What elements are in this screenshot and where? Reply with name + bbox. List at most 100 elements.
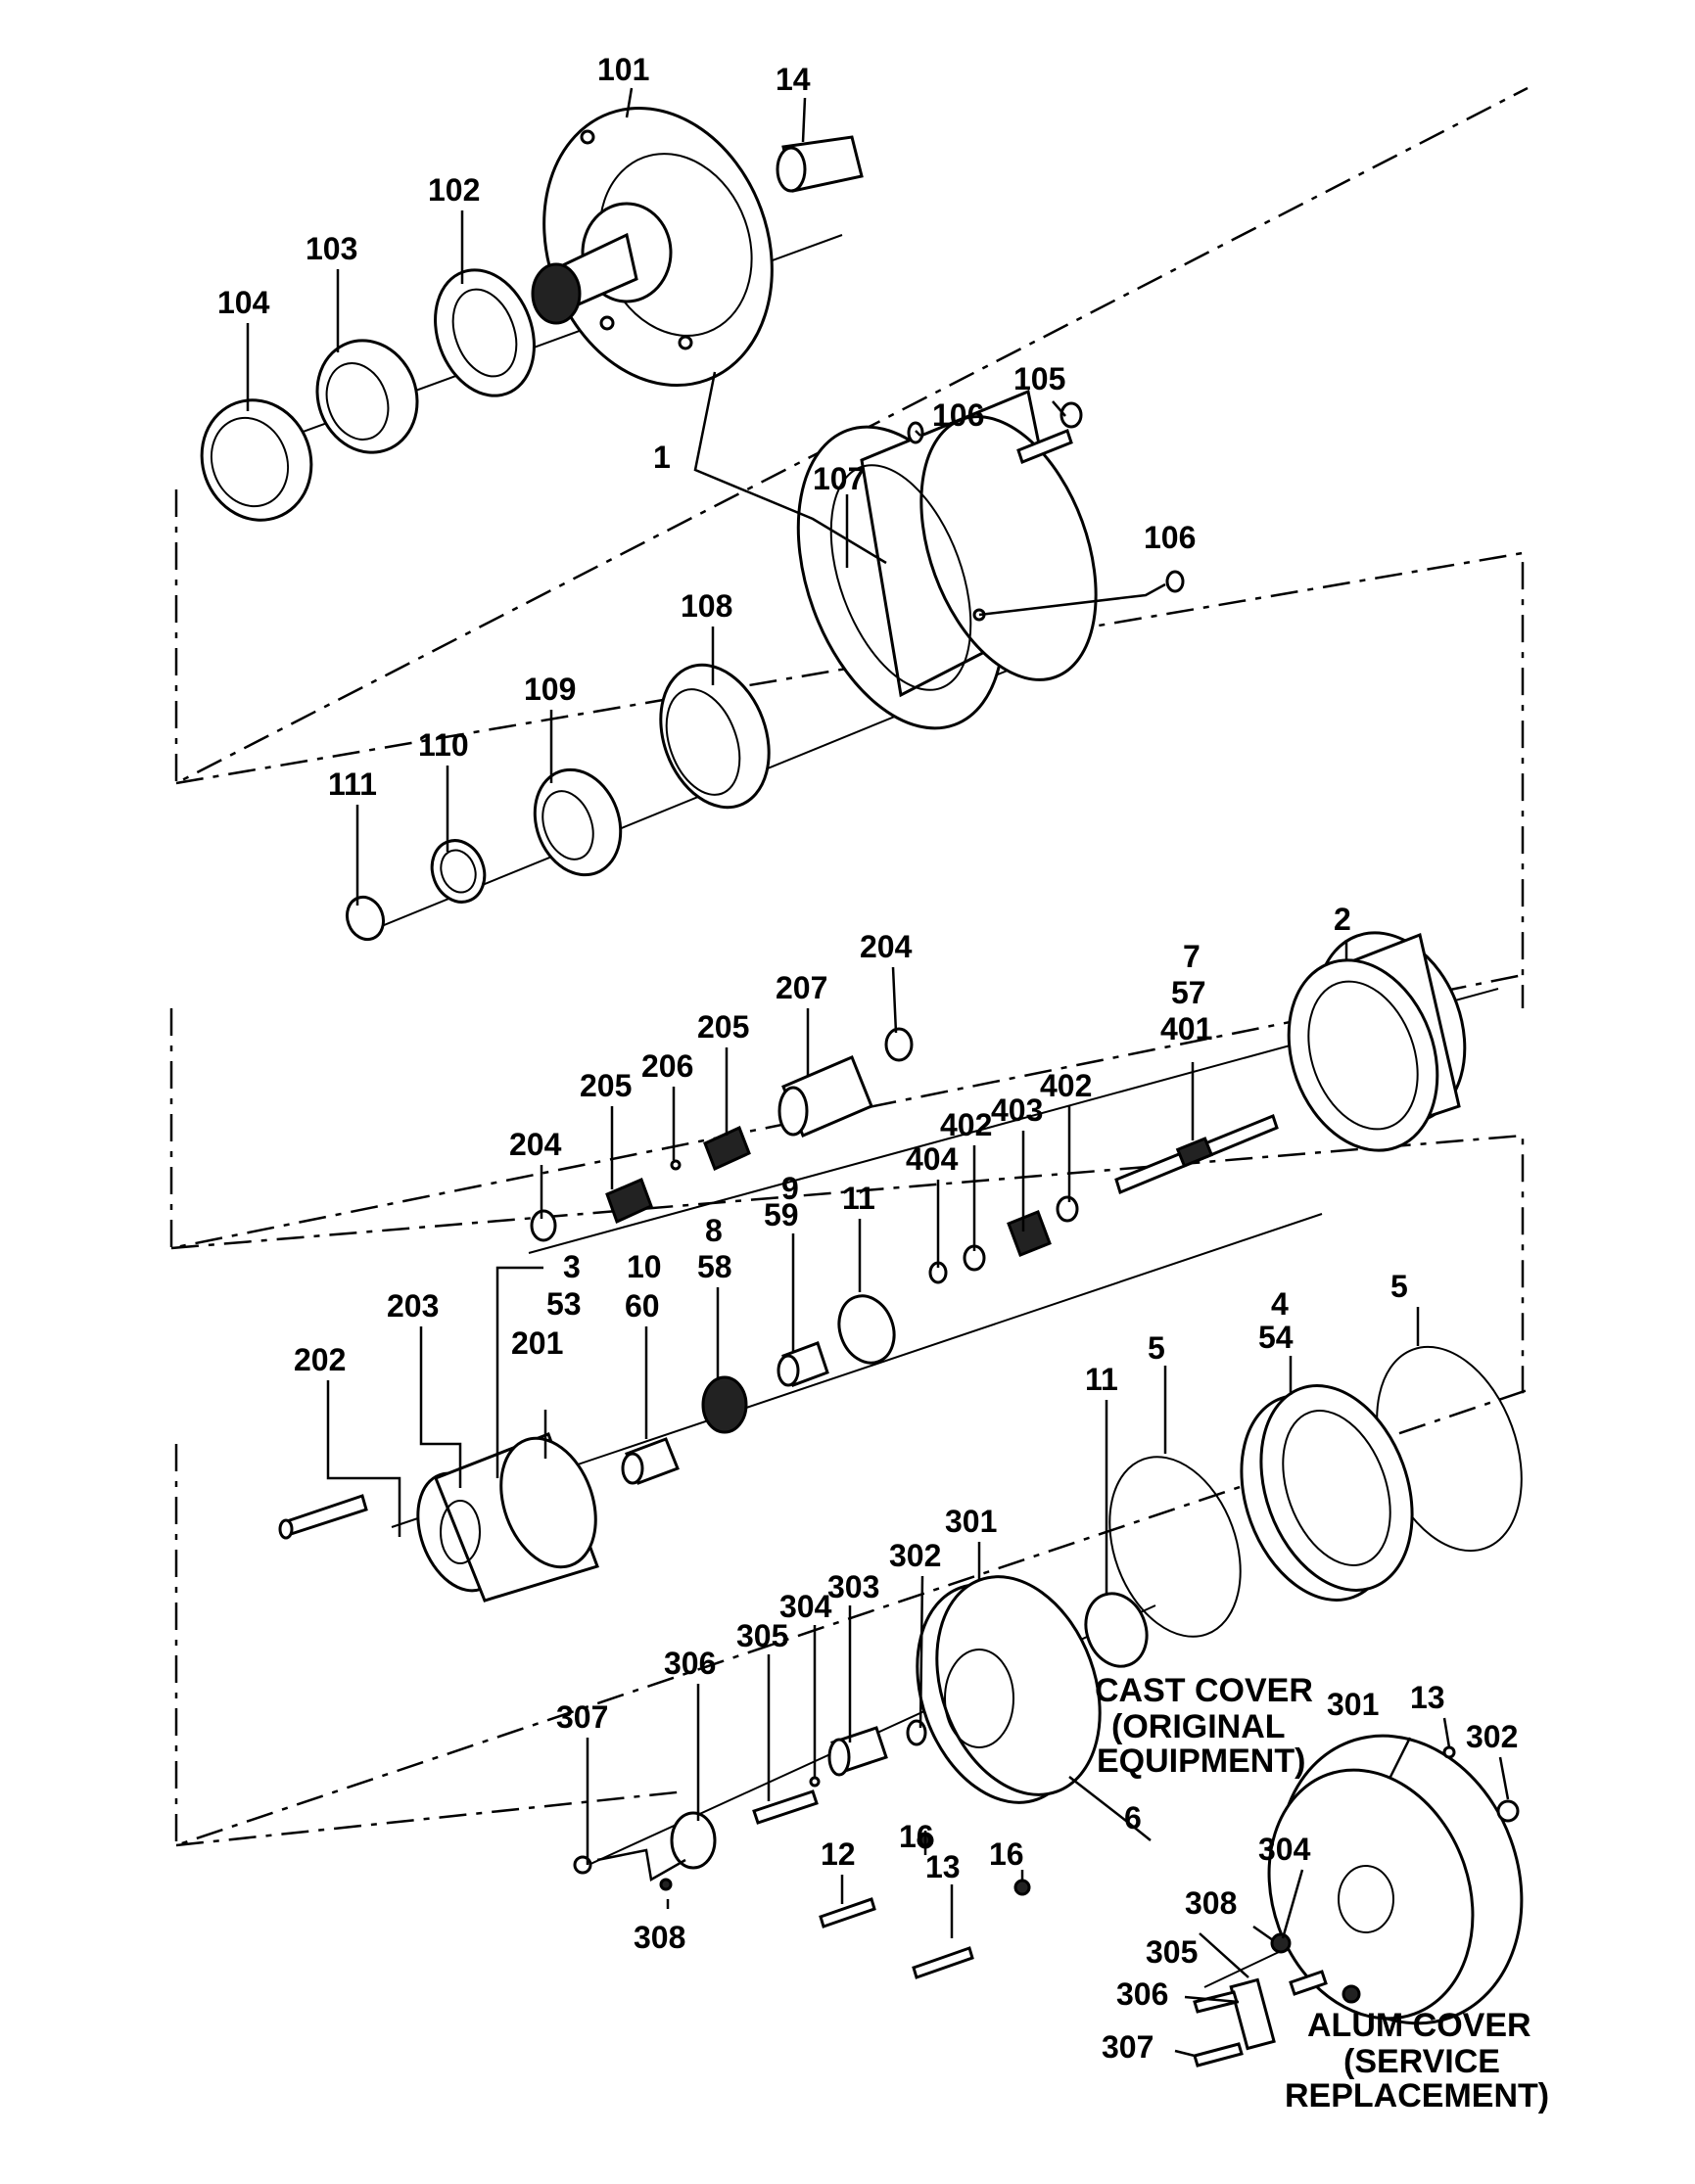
label-307a: 307 [556, 1699, 608, 1735]
label-402b: 402 [940, 1107, 992, 1142]
label-102: 102 [428, 172, 480, 208]
washers-402-404 [928, 1195, 1079, 1284]
label-401: 401 [1160, 1011, 1212, 1046]
label-11b: 11 [1085, 1362, 1118, 1397]
label-106a: 106 [932, 397, 984, 433]
label-308b: 308 [1185, 1885, 1237, 1921]
label-4: 4 [1271, 1286, 1289, 1322]
label-307b: 307 [1102, 2029, 1154, 2065]
cast-cover-301 [916, 1575, 1102, 1804]
label-54: 54 [1258, 1320, 1294, 1355]
bearing-cone-109 [533, 767, 623, 877]
label-104: 104 [217, 285, 270, 320]
label-10: 10 [627, 1249, 662, 1284]
pin-202 [278, 1494, 368, 1540]
label-58: 58 [697, 1249, 732, 1284]
label-106b: 106 [1144, 520, 1196, 555]
label-403: 403 [991, 1092, 1043, 1128]
label-206: 206 [641, 1048, 693, 1084]
label-1: 1 [653, 440, 671, 475]
label-201: 201 [511, 1325, 563, 1361]
seal-102 [434, 268, 536, 397]
bearing-cup-104 [200, 398, 313, 522]
label-3: 3 [563, 1249, 581, 1284]
gear-8 [701, 1375, 748, 1434]
label-204b: 204 [509, 1127, 562, 1162]
label-11a: 11 [842, 1181, 875, 1216]
sleeve-14 [776, 135, 864, 193]
label-13b: 13 [1410, 1680, 1445, 1715]
label-202: 202 [294, 1342, 346, 1377]
label-205a: 205 [697, 1009, 749, 1045]
sun-gear-207 [777, 1055, 873, 1138]
shaft-401 [1114, 1114, 1279, 1195]
label-302b: 302 [1466, 1719, 1518, 1754]
label-7: 7 [1183, 939, 1201, 974]
ring-gear-4 [1240, 1384, 1414, 1602]
alum-cover-line2: (SERVICE [1343, 2043, 1500, 2080]
ring-gear-2 [1287, 931, 1467, 1152]
label-13a: 13 [925, 1849, 961, 1884]
washer-110 [430, 839, 487, 904]
label-111: 111 [328, 767, 377, 802]
label-6: 6 [1124, 1800, 1142, 1835]
pin-206 [670, 1159, 682, 1171]
label-8: 8 [705, 1213, 723, 1248]
leader-lines [246, 87, 1510, 2058]
cast-cover-caption: CAST COVER (ORIGINAL EQUIPMENT) [1095, 1672, 1313, 1780]
label-16b: 16 [989, 1836, 1024, 1872]
cast-cover-line3: EQUIPMENT) [1097, 1743, 1305, 1780]
label-5a: 5 [1390, 1269, 1408, 1304]
label-308a: 308 [634, 1920, 685, 1955]
bolt-105 [1016, 401, 1083, 464]
label-59: 59 [764, 1197, 799, 1232]
label-305a: 305 [736, 1618, 788, 1653]
gear-403 [1007, 1210, 1052, 1257]
thrust-washer-204 [530, 1027, 914, 1242]
label-16a: 16 [899, 1819, 934, 1854]
label-304b: 304 [1258, 1832, 1311, 1867]
label-2: 2 [1334, 902, 1351, 937]
label-57: 57 [1171, 975, 1206, 1010]
snap-ring-111 [345, 895, 386, 942]
label-304a: 304 [779, 1589, 832, 1624]
label-105: 105 [1013, 361, 1065, 396]
hub-107 [796, 389, 1098, 730]
spindle-101 [531, 106, 774, 388]
alum-cover-301 [1267, 1734, 1524, 2025]
carrier-201 [416, 1432, 599, 1603]
bearing-cup-108 [659, 663, 771, 810]
label-103: 103 [306, 231, 357, 266]
label-302a: 302 [889, 1538, 941, 1573]
gear-205 [605, 1125, 751, 1225]
label-207: 207 [776, 970, 827, 1005]
label-9: 9 [781, 1171, 799, 1206]
label-53: 53 [546, 1286, 582, 1322]
alum-cover-line1: ALUM COVER [1307, 2007, 1531, 2044]
label-303: 303 [827, 1569, 879, 1604]
label-301a: 301 [945, 1504, 997, 1539]
label-301b: 301 [1327, 1687, 1379, 1722]
label-5b: 5 [1148, 1330, 1165, 1366]
label-60: 60 [625, 1288, 660, 1324]
plug-106 [907, 421, 1185, 593]
washer-11 [837, 1294, 1149, 1668]
alum-cover-parts [1193, 1932, 1361, 2068]
cast-cover-line1: CAST COVER [1095, 1672, 1313, 1709]
label-108: 108 [681, 588, 732, 624]
label-402a: 402 [1040, 1068, 1092, 1103]
alum-cover-line3: REPLACEMENT) [1285, 2077, 1549, 2114]
label-204a: 204 [860, 929, 913, 964]
label-404: 404 [906, 1141, 959, 1177]
label-107: 107 [813, 461, 865, 496]
label-306b: 306 [1116, 1976, 1168, 2012]
alum-cover-caption: ALUM COVER (SERVICE REPLACEMENT) [1285, 2007, 1549, 2114]
part-labels: 101 14 102 103 104 105 106 1 107 106 108… [217, 52, 1518, 2065]
label-14: 14 [776, 62, 811, 97]
label-12: 12 [821, 1836, 856, 1872]
label-306a: 306 [664, 1646, 716, 1681]
label-110: 110 [418, 727, 469, 763]
spacer-10 [621, 1437, 680, 1485]
assembly-boundaries [169, 86, 1529, 1847]
